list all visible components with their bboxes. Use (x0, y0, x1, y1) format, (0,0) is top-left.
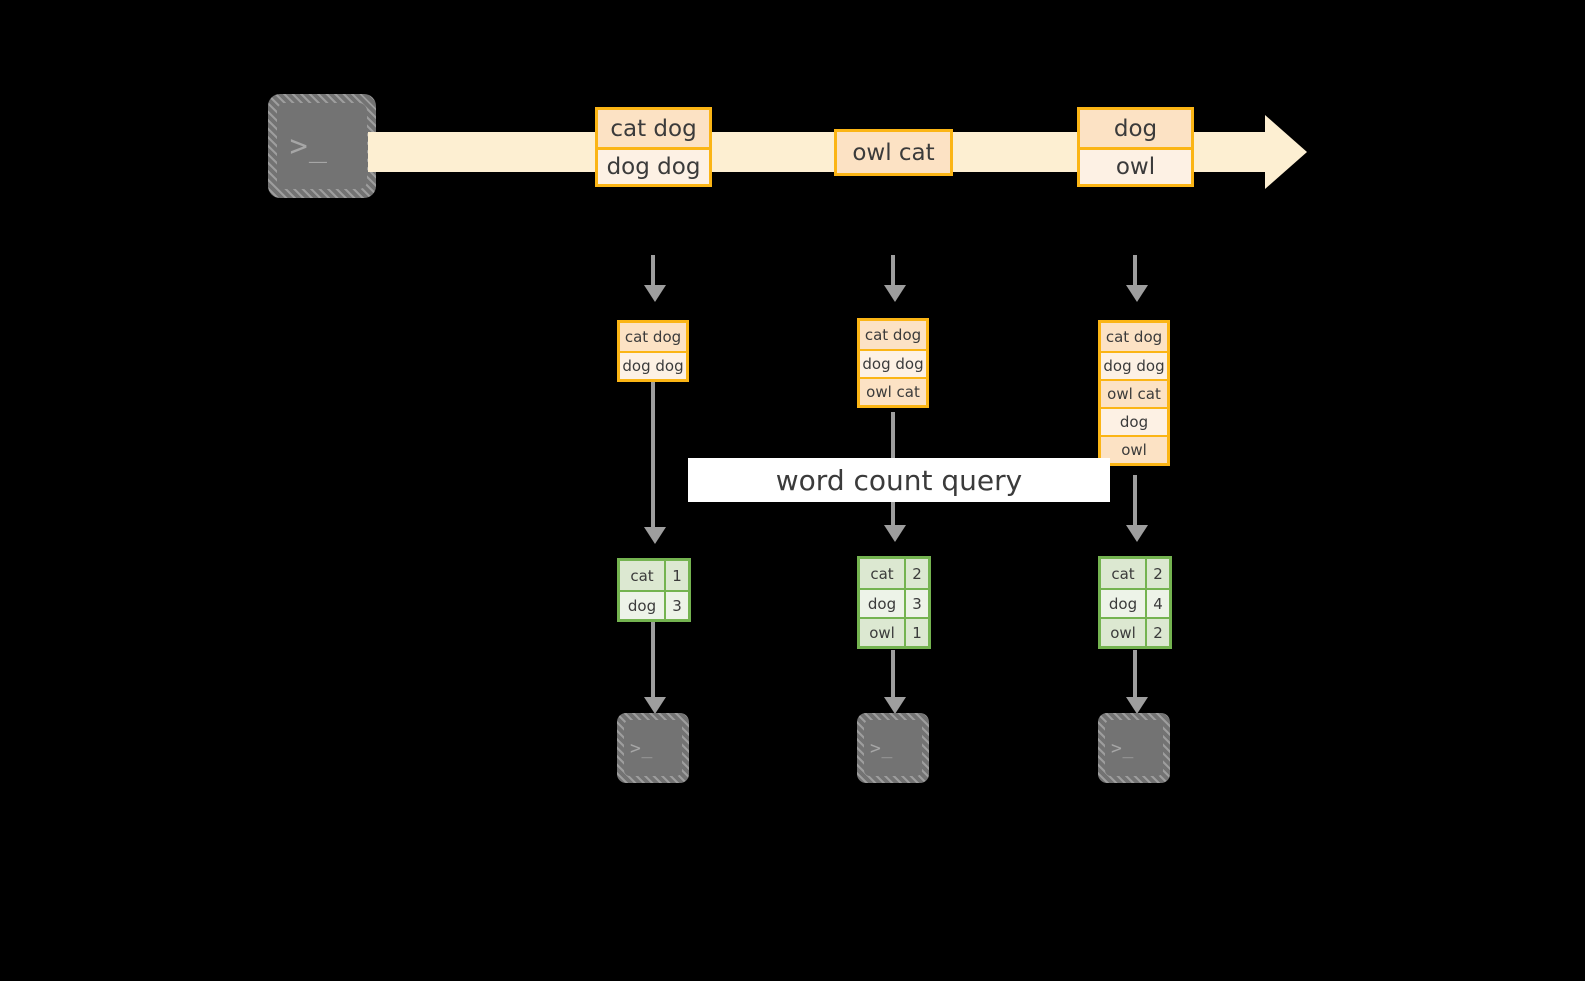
terminal-screen (1105, 720, 1163, 776)
sink-terminal-icon: >_ (1098, 713, 1170, 783)
snapshot-line: owl cat (1101, 379, 1167, 407)
table-row: cat 1 (620, 561, 688, 590)
terminal-prompt-glyph: >_ (289, 128, 329, 164)
snapshot-line: owl cat (860, 377, 926, 405)
result-count: 4 (1147, 590, 1169, 617)
snapshot-to-result-arrowhead (884, 525, 906, 542)
snapshot-to-result-connector (651, 382, 655, 527)
stream-event-line: cat dog (598, 110, 709, 147)
result-count: 1 (666, 561, 688, 590)
result-word: owl (860, 619, 906, 646)
result-count: 2 (1147, 559, 1169, 588)
snapshot-to-result-arrowhead (644, 527, 666, 544)
result-word: dog (1101, 590, 1147, 617)
stream-event-line: owl (1080, 147, 1191, 184)
result-word: dog (620, 592, 666, 619)
snapshot-line: cat dog (860, 321, 926, 349)
snapshot-box: cat dog dog dog (617, 320, 689, 382)
stream-event-box: owl cat (834, 129, 953, 176)
result-count: 2 (1147, 619, 1169, 646)
snapshot-line: dog (1101, 407, 1167, 435)
snapshot-line: cat dog (1101, 323, 1167, 351)
stream-event-box: cat dog dog dog (595, 107, 712, 187)
table-row: cat 2 (1101, 559, 1169, 588)
sink-terminal-icon: >_ (857, 713, 929, 783)
table-row: dog 4 (1101, 588, 1169, 617)
source-terminal-icon: >_ (268, 94, 376, 198)
table-row: cat 2 (860, 559, 928, 588)
stream-to-snapshot-arrowhead (1126, 285, 1148, 302)
stream-event-box: dog owl (1077, 107, 1194, 187)
result-table: cat 1 dog 3 (617, 558, 691, 622)
stream-event-line: dog (1080, 110, 1191, 147)
terminal-prompt-glyph: >_ (869, 737, 894, 759)
result-word: cat (860, 559, 906, 588)
snapshot-box: cat dog dog dog owl cat dog owl (1098, 320, 1170, 466)
result-word: owl (1101, 619, 1147, 646)
result-table: cat 2 dog 3 owl 1 (857, 556, 931, 649)
result-count: 3 (666, 592, 688, 619)
result-word: cat (620, 561, 666, 590)
snapshot-line: dog dog (1101, 351, 1167, 379)
table-row: owl 1 (860, 617, 928, 646)
stream-to-snapshot-connector (891, 255, 895, 285)
event-stream-arrowhead (1265, 115, 1307, 189)
result-count: 2 (906, 559, 928, 588)
terminal-screen (624, 720, 682, 776)
result-count: 3 (906, 590, 928, 617)
snapshot-to-result-arrowhead (1126, 525, 1148, 542)
table-row: owl 2 (1101, 617, 1169, 646)
sink-terminal-icon: >_ (617, 713, 689, 783)
stream-event-line: owl cat (837, 132, 950, 173)
query-label-band: word count query (688, 458, 1110, 502)
stream-event-line: dog dog (598, 147, 709, 184)
result-count: 1 (906, 619, 928, 646)
stream-to-snapshot-arrowhead (644, 285, 666, 302)
snapshot-line: owl (1101, 435, 1167, 463)
snapshot-line: dog dog (860, 349, 926, 377)
table-row: dog 3 (860, 588, 928, 617)
stream-to-snapshot-connector (1133, 255, 1137, 285)
stream-to-snapshot-arrowhead (884, 285, 906, 302)
result-table: cat 2 dog 4 owl 2 (1098, 556, 1172, 649)
stream-to-snapshot-connector (651, 255, 655, 285)
result-word: dog (860, 590, 906, 617)
snapshot-line: dog dog (620, 351, 686, 379)
terminal-prompt-glyph: >_ (1110, 737, 1135, 759)
snapshot-to-result-connector (1133, 475, 1137, 525)
result-to-sink-arrowhead (884, 697, 906, 714)
terminal-prompt-glyph: >_ (629, 737, 654, 759)
result-to-sink-connector (1133, 650, 1137, 697)
snapshot-box: cat dog dog dog owl cat (857, 318, 929, 408)
result-to-sink-arrowhead (1126, 697, 1148, 714)
terminal-screen (864, 720, 922, 776)
result-to-sink-connector (651, 622, 655, 697)
terminal-screen (277, 103, 367, 189)
result-to-sink-arrowhead (644, 697, 666, 714)
table-row: dog 3 (620, 590, 688, 619)
result-to-sink-connector (891, 650, 895, 697)
query-label: word count query (775, 463, 1023, 497)
snapshot-line: cat dog (620, 323, 686, 351)
result-word: cat (1101, 559, 1147, 588)
